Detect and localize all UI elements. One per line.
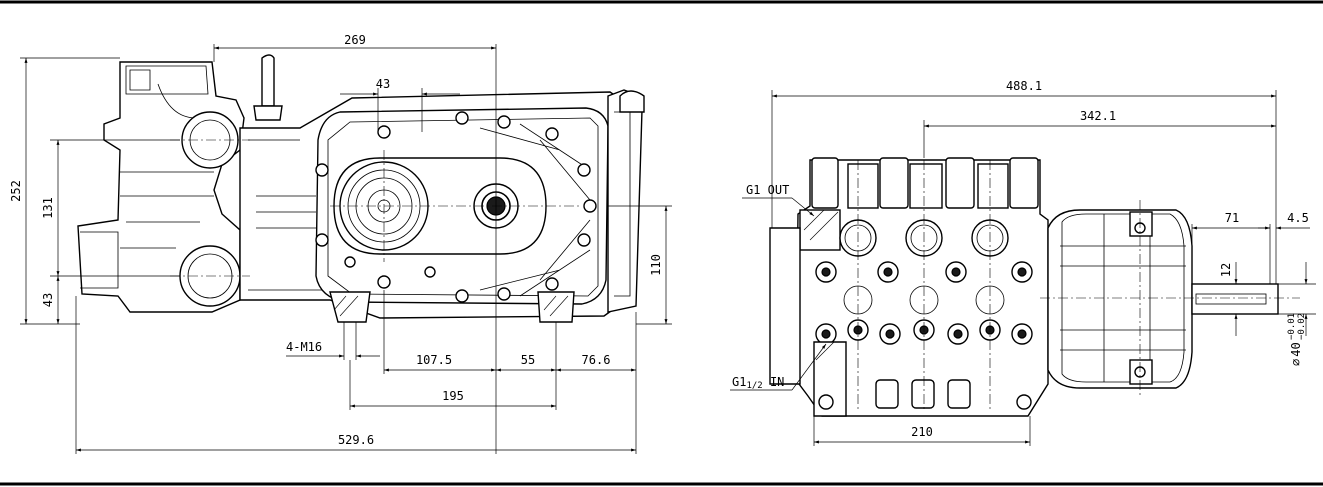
dim-label-110: 110 <box>649 254 663 276</box>
side-view: 269 43 252 131 43 110 4-M16 107.5 55 76.… <box>9 33 672 454</box>
dim-label-488-1: 488.1 <box>1006 79 1042 93</box>
dim-label-269: 269 <box>344 33 366 47</box>
svg-text:∅40: ∅40 <box>1289 342 1303 366</box>
dim-label-76-6: 76.6 <box>582 353 611 367</box>
label-4-m16: 4-M16 <box>286 340 322 354</box>
dim-label-252: 252 <box>9 180 23 202</box>
dim-label-195: 195 <box>442 389 464 403</box>
label-inlet-g1-1-2: G11/2 IN <box>732 375 784 391</box>
dim-label-210: 210 <box>911 425 933 439</box>
pump-head <box>769 157 1049 417</box>
front-view: 488.1 342.1 71 4.5 12 210 G1 OUT G11/2 I… <box>730 79 1316 446</box>
dim-label-43-top: 43 <box>376 77 390 91</box>
dim-label-12: 12 <box>1219 263 1233 277</box>
label-outlet-g1: G1 OUT <box>746 183 789 197</box>
dim-label-55: 55 <box>521 353 535 367</box>
label-shaft-diameter: ∅40 −0.01 −0.02 <box>1287 313 1307 366</box>
dim-label-43-side: 43 <box>41 293 55 307</box>
dim-label-342-1: 342.1 <box>1080 109 1116 123</box>
housing-bolts <box>315 111 597 303</box>
dim-label-107-5: 107.5 <box>416 353 452 367</box>
dim-label-131: 131 <box>41 197 55 219</box>
dim-label-71: 71 <box>1225 211 1239 225</box>
mounting-foot-right <box>537 291 575 323</box>
gearbox-front <box>1040 200 1300 398</box>
mounting-foot-left <box>329 291 371 323</box>
input-shaft <box>1191 283 1279 315</box>
svg-text:−0.02: −0.02 <box>1297 313 1307 340</box>
gearbox-housing <box>315 89 645 313</box>
dim-label-4-5: 4.5 <box>1287 211 1309 225</box>
dim-label-529-6: 529.6 <box>338 433 374 447</box>
svg-text:−0.01: −0.01 <box>1287 313 1297 340</box>
